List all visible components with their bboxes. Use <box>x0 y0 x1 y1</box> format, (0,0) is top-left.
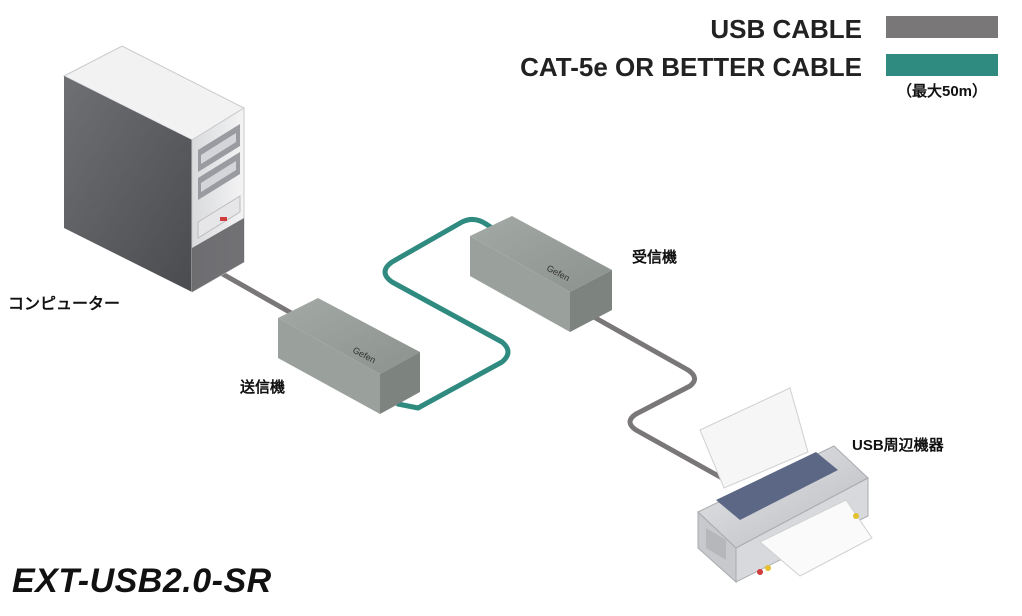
legend-distance-note: （最大50m） <box>896 83 988 100</box>
legend-swatch-usb <box>886 16 998 38</box>
receiver-box-illustration: Gefen <box>470 216 612 332</box>
label-transmitter: 送信機 <box>240 379 286 396</box>
legend-label-usb: USB CABLE <box>710 14 862 44</box>
label-computer: コンピューター <box>8 296 121 313</box>
transmitter-box-illustration: Gefen <box>278 298 420 414</box>
label-receiver: 受信機 <box>632 249 678 266</box>
legend-label-cat: CAT-5e OR BETTER CABLE <box>520 52 862 82</box>
cat-cable <box>382 216 511 411</box>
label-usb-device: USB周辺機器 <box>852 437 944 454</box>
usb-cable-computer-to-transmitter <box>209 265 303 321</box>
model-title: EXT-USB2.0-SR <box>12 562 272 600</box>
usb-cable-receiver-to-printer <box>589 313 725 481</box>
printer-illustration <box>697 387 873 584</box>
legend-swatch-cat <box>886 54 998 76</box>
computer-tower-illustration <box>62 45 246 293</box>
